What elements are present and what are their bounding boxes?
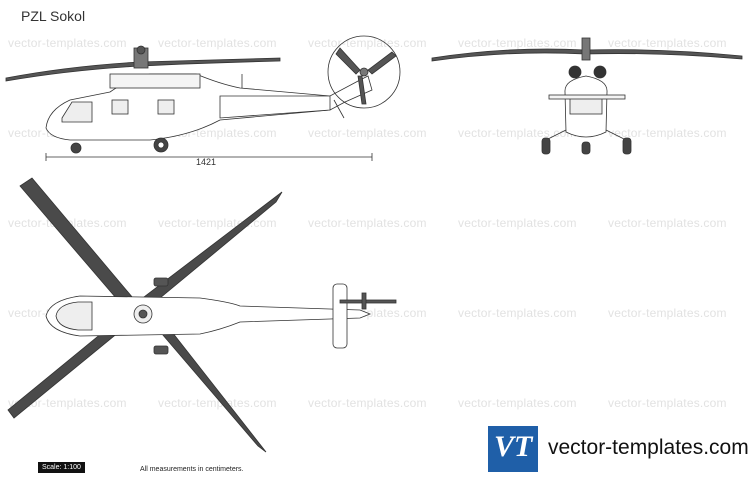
top-tail-rotor	[339, 299, 397, 304]
top-horizontal-stabilizer	[332, 283, 348, 349]
front-nose-wheel	[581, 141, 591, 155]
top-sponson	[153, 277, 169, 287]
side-fuselage	[45, 73, 373, 141]
tail-rotor-blade	[357, 75, 367, 105]
top-rotor-blade	[19, 177, 139, 313]
front-windshield	[569, 97, 603, 115]
side-engine-housing	[109, 73, 201, 89]
side-tail-fin	[333, 99, 345, 119]
front-engine-intake	[593, 65, 607, 79]
top-view	[7, 177, 397, 453]
side-tail-boom	[219, 95, 331, 119]
front-engine-intake	[568, 65, 582, 79]
side-rotor-cap	[136, 45, 146, 55]
tail-rotor-detail-circle	[327, 35, 401, 109]
side-window	[111, 99, 129, 115]
logo-letters: VT	[494, 430, 533, 463]
front-rotor-blade	[431, 48, 743, 62]
front-rotor-mast	[581, 37, 591, 61]
front-stub-wing	[548, 94, 626, 100]
top-tail-rotor-mount	[361, 292, 367, 310]
side-window	[157, 99, 175, 115]
top-rotor-hub-center	[138, 309, 148, 319]
scale-badge: Scale: 1:100	[38, 462, 85, 473]
side-cockpit-window	[61, 101, 93, 123]
measurement-note: All measurements in centimeters.	[140, 466, 244, 473]
front-wheel	[541, 137, 551, 155]
tail-rotor-hub	[359, 67, 369, 77]
top-cockpit	[55, 301, 93, 331]
top-fuselage	[45, 295, 372, 337]
top-rotor-blade	[139, 191, 283, 309]
front-wheel	[622, 137, 632, 155]
brand-logo[interactable]: VT	[488, 426, 538, 472]
side-main-wheel-hub	[157, 141, 165, 149]
length-dimension-label: 1421	[196, 157, 217, 167]
page-title: PZL Sokol	[21, 8, 86, 24]
side-view	[5, 35, 401, 161]
front-view	[431, 37, 743, 155]
side-front-wheel	[70, 142, 82, 154]
top-sponson	[153, 345, 169, 355]
front-gear-strut	[605, 129, 627, 141]
tail-rotor-blade	[367, 51, 397, 75]
tail-rotor-blade	[335, 47, 361, 75]
brand-link[interactable]: vector-templates.com	[548, 436, 749, 459]
